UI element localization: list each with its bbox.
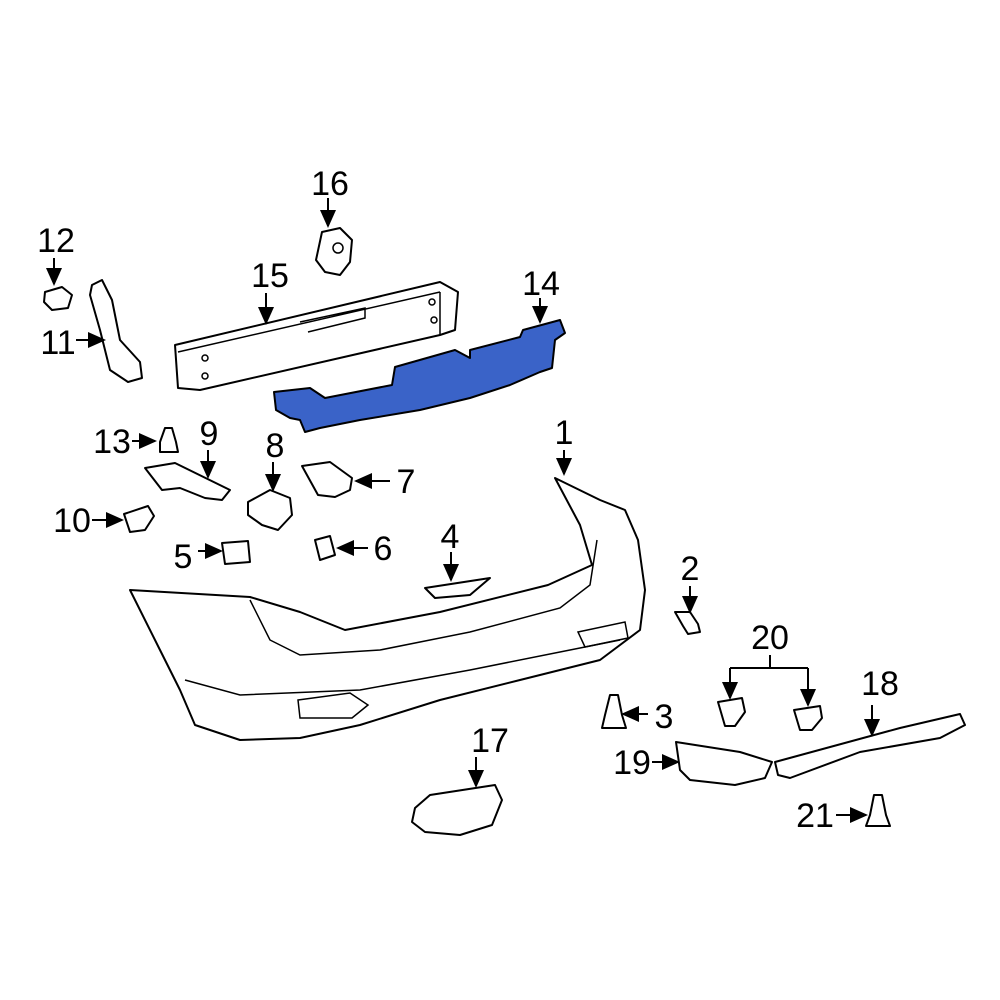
callout-8[interactable]: 8: [266, 427, 285, 465]
callout-14[interactable]: 14: [522, 265, 560, 303]
part-6-pad[interactable]: [314, 535, 336, 561]
part-20-clip-left[interactable]: [717, 697, 746, 727]
part-17-reflector[interactable]: [411, 784, 503, 836]
callout-10[interactable]: 10: [53, 502, 91, 540]
part-7-bracket[interactable]: [301, 461, 353, 498]
callout-4[interactable]: 4: [441, 518, 460, 556]
callout-7[interactable]: 7: [397, 463, 416, 501]
callout-19[interactable]: 19: [613, 744, 651, 782]
part-15-reinforcement[interactable]: [174, 281, 459, 391]
part-10-clip[interactable]: [123, 505, 155, 533]
callout-1[interactable]: 1: [555, 414, 574, 452]
leader-lines: [46, 198, 880, 823]
part-12-clip[interactable]: [43, 286, 73, 311]
part-8-bracket[interactable]: [247, 489, 293, 531]
part-13-clip[interactable]: [159, 427, 179, 453]
part-2-bolt[interactable]: [674, 611, 701, 635]
callout-15[interactable]: 15: [251, 257, 289, 295]
part-14-energy-absorber[interactable]: [273, 319, 566, 433]
callout-9[interactable]: 9: [200, 415, 219, 453]
part-9-support[interactable]: [144, 462, 231, 501]
part-20-clip-right[interactable]: [793, 705, 823, 731]
part-3-clip[interactable]: [601, 694, 627, 729]
callout-17[interactable]: 17: [471, 722, 509, 760]
part-18-molding[interactable]: [774, 713, 966, 779]
callout-21[interactable]: 21: [796, 797, 834, 835]
callout-6[interactable]: 6: [374, 530, 393, 568]
callout-18[interactable]: 18: [861, 665, 899, 703]
part-5-pad[interactable]: [221, 540, 251, 565]
callout-13[interactable]: 13: [93, 423, 131, 461]
part-11-bracket[interactable]: [89, 279, 143, 383]
part-1-bumper-cover[interactable]: [129, 477, 646, 741]
callout-12[interactable]: 12: [37, 222, 75, 260]
callout-11[interactable]: 11: [40, 324, 75, 362]
part-19-molding[interactable]: [675, 741, 773, 786]
callout-3[interactable]: 3: [655, 698, 674, 736]
callout-2[interactable]: 2: [681, 550, 700, 588]
part-21-clip[interactable]: [865, 794, 891, 827]
callout-20[interactable]: 20: [751, 619, 789, 657]
callout-16[interactable]: 16: [311, 165, 349, 203]
callout-5[interactable]: 5: [174, 538, 193, 576]
part-16-bracket[interactable]: [315, 227, 353, 276]
part-4-plate[interactable]: [424, 577, 491, 599]
